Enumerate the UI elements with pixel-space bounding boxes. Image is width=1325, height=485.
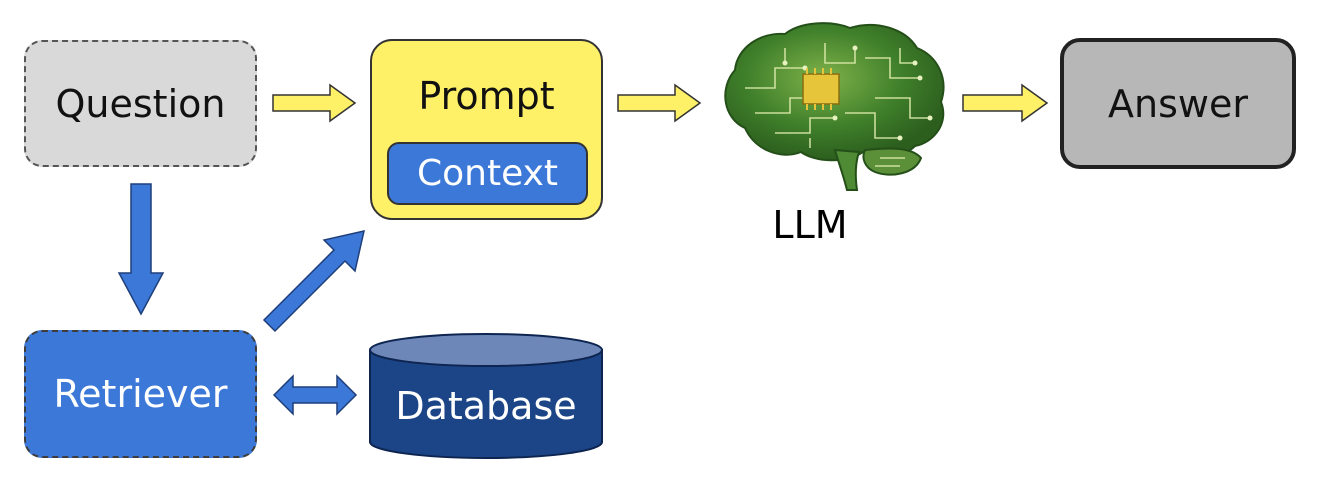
question-label: Question [55,81,226,126]
database-label: Database [395,384,577,428]
answer-label: Answer [1108,81,1248,126]
context-label: Context [416,153,559,194]
arrow-prompt-to-llm [617,83,702,123]
arrow-retriever-database-bidirectional [272,374,358,416]
database-cylinder-icon [369,333,603,459]
arrow-question-to-retriever [117,183,165,316]
retriever-label: Retriever [53,372,228,416]
arrow-retriever-to-context [262,230,365,333]
arrow-llm-to-answer [962,83,1049,123]
context-box: Context [387,142,588,205]
prompt-label: Prompt [418,74,555,118]
prompt-box: Prompt Context [370,39,603,220]
llm-label: LLM [772,203,848,247]
arrow-question-to-prompt [272,83,357,123]
retriever-box: Retriever [24,330,257,458]
answer-box: Answer [1060,38,1296,169]
brain-circuit-icon [724,22,945,191]
question-box: Question [24,40,257,167]
